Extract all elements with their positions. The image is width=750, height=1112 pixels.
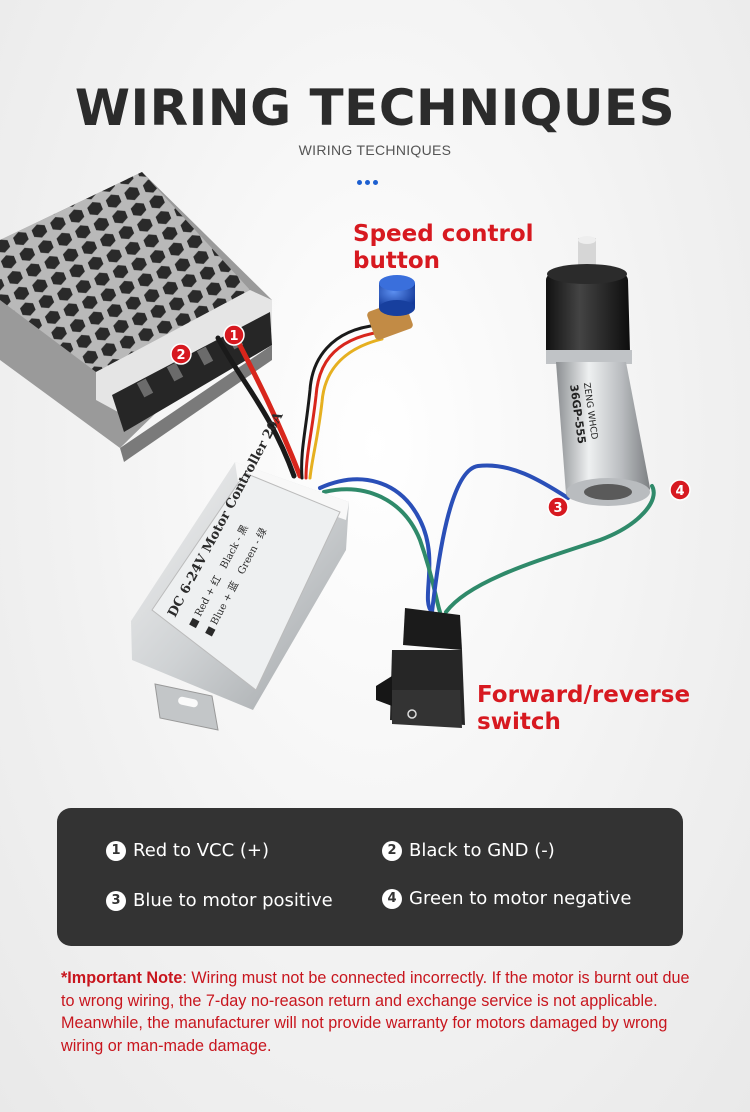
potentiometer — [367, 275, 415, 340]
power-supply — [0, 172, 272, 462]
page-subtitle: WIRING TECHNIQUES — [298, 142, 452, 158]
speed-control-callout: Speed control button — [353, 221, 534, 274]
rocker-switch — [376, 608, 465, 728]
svg-text:2: 2 — [176, 348, 185, 363]
wiring-illustration: DC 6-24V Motor Controller 20A ■ Red + 红 … — [0, 172, 691, 731]
dc-motor: 36GP-555 ZENG WHCD — [546, 236, 650, 506]
number-1-icon: 1 — [106, 840, 126, 861]
legend-item: 2 Black to GND (-) — [382, 840, 555, 861]
legend-text: Red to VCC (+) — [133, 840, 270, 861]
legend-item: 3 Blue to motor positive — [106, 890, 333, 911]
wiring-legend: 1 Red to VCC (+) 2 Black to GND (-) 3 Bl… — [57, 808, 683, 946]
dots-decoration — [357, 180, 378, 185]
legend-text: Blue to motor positive — [133, 890, 333, 911]
wires — [215, 323, 656, 614]
switch-callout: Forward/reverse switch — [477, 682, 691, 735]
marker-3: 3 — [547, 496, 569, 518]
legend-text: Black to GND (-) — [409, 840, 555, 861]
note-label: *Important Note — [61, 969, 183, 987]
svg-text:3: 3 — [553, 501, 562, 516]
number-4-icon: 4 — [382, 888, 402, 909]
svg-text:4: 4 — [675, 484, 684, 499]
legend-text: Green to motor negative — [409, 888, 632, 909]
marker-4: 4 — [669, 479, 691, 501]
number-2-icon: 2 — [382, 840, 402, 861]
important-note: *Important Note: Wiring must not be conn… — [61, 967, 691, 1057]
number-3-icon: 3 — [106, 890, 126, 911]
motor-controller: DC 6-24V Motor Controller 20A ■ Red + 红 … — [131, 409, 349, 731]
marker-1: 1 — [223, 324, 245, 346]
svg-text:1: 1 — [229, 329, 238, 344]
marker-2: 2 — [170, 343, 192, 365]
page-title: WIRING TECHNIQUES — [74, 79, 676, 137]
legend-item: 1 Red to VCC (+) — [106, 840, 269, 861]
note-text: : Wiring must not be connected incorrect… — [61, 969, 690, 1055]
legend-item: 4 Green to motor negative — [382, 888, 632, 909]
